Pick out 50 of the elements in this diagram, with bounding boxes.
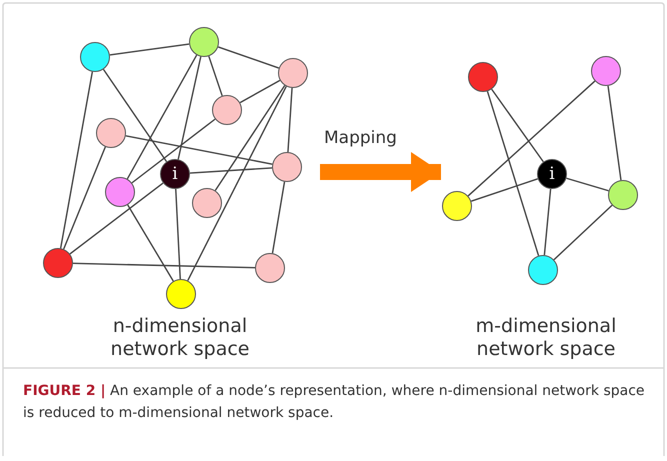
graph-node-circle bbox=[442, 191, 472, 221]
connector-line bbox=[70, 182, 164, 254]
connector-line bbox=[218, 46, 280, 69]
connector-line bbox=[127, 204, 174, 282]
graph-node-circle bbox=[608, 180, 638, 210]
connector-line bbox=[63, 146, 106, 250]
graph-node-circle bbox=[255, 253, 285, 283]
graph-node-circle bbox=[189, 27, 219, 57]
connector-line bbox=[126, 135, 272, 165]
figure-caption: FIGURE 2 | An example of a node’s representation, where n-dimensional network space is reduced to m-dimensional network space. bbox=[23, 382, 646, 423]
connector-line bbox=[175, 188, 181, 280]
connector-line bbox=[131, 118, 216, 184]
connector-line bbox=[126, 54, 198, 180]
connector-line bbox=[544, 188, 552, 256]
connector-line bbox=[110, 43, 190, 56]
connector-line bbox=[190, 167, 272, 174]
graph-node-circle bbox=[591, 56, 621, 86]
graph-node-circle bbox=[528, 255, 558, 285]
graph-node-circle bbox=[278, 58, 308, 88]
connector-line bbox=[468, 80, 596, 196]
connector-line bbox=[607, 86, 622, 180]
graph-node-circle: i bbox=[160, 159, 190, 189]
connector-line bbox=[566, 178, 609, 192]
graph-node-circle bbox=[43, 248, 73, 278]
connector-line bbox=[214, 85, 286, 191]
connector-line bbox=[553, 204, 613, 260]
connector-line bbox=[187, 86, 287, 281]
graph-node-circle bbox=[272, 152, 302, 182]
connector-line bbox=[102, 68, 168, 162]
connector-line bbox=[178, 56, 202, 160]
graph-node-circle bbox=[166, 279, 196, 309]
connector-line bbox=[471, 178, 538, 202]
network-space-label: n-dimensional network space bbox=[110, 314, 250, 362]
connector-line bbox=[287, 88, 293, 152]
graph-node-circle bbox=[105, 177, 135, 207]
network-space-label: m-dimensional network space bbox=[474, 314, 618, 362]
connector-line bbox=[60, 72, 94, 248]
graph-node-circle bbox=[192, 188, 222, 218]
connector-line bbox=[491, 88, 544, 162]
graph-node-circle bbox=[96, 118, 126, 148]
graph-node-circle bbox=[80, 42, 110, 72]
graph-node-circle bbox=[468, 62, 498, 92]
connector-line bbox=[240, 80, 280, 104]
connector-line bbox=[72, 262, 256, 268]
connector-line bbox=[208, 56, 223, 96]
connector-line bbox=[486, 91, 540, 256]
graph-node-circle: i bbox=[537, 159, 567, 189]
block-arrow bbox=[320, 152, 441, 192]
graph-node-circle bbox=[212, 95, 242, 125]
connector-line bbox=[272, 182, 286, 254]
